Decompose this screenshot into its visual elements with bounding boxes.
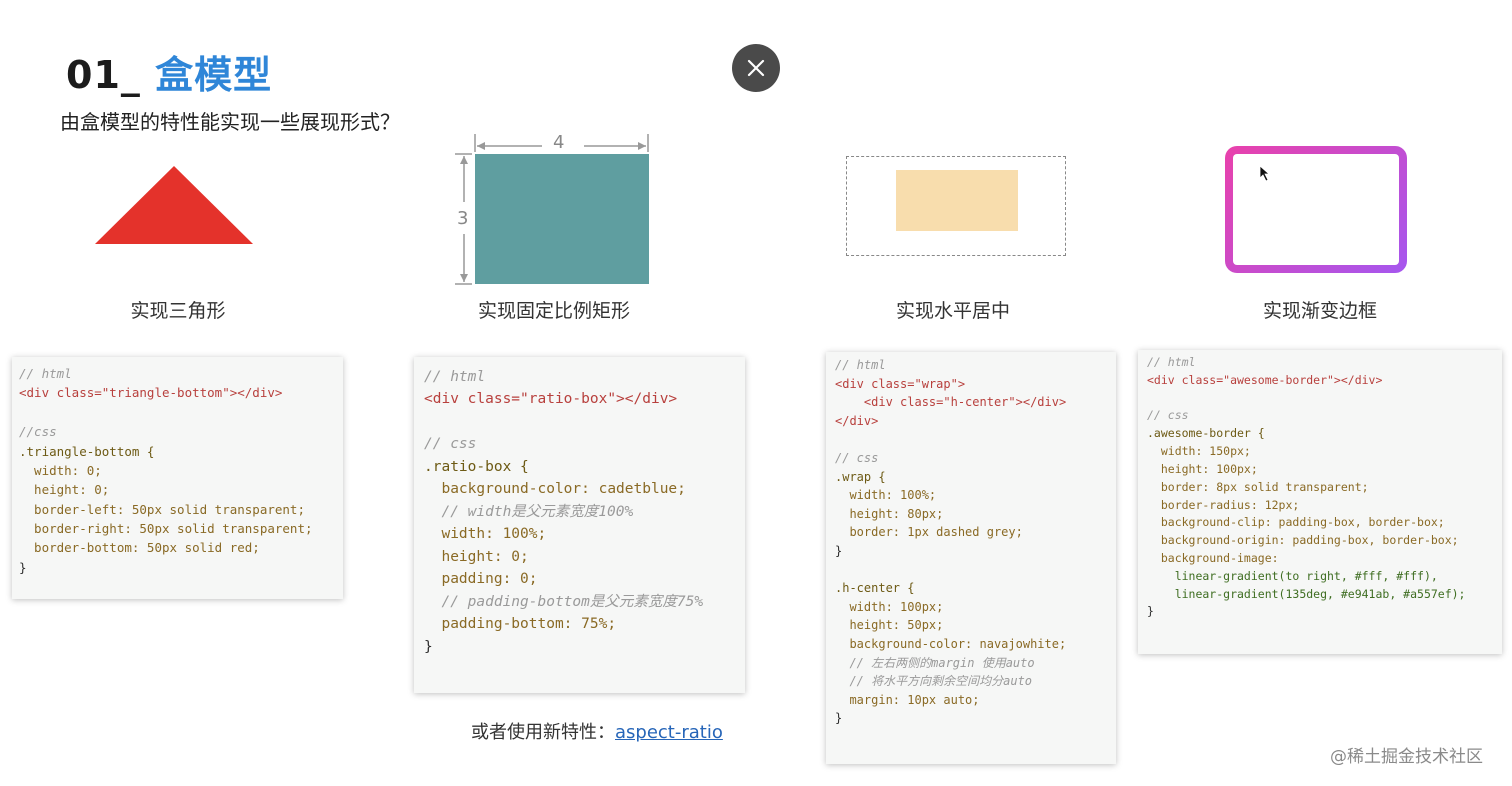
code-line: linear-gradient(to right, #fff, #fff), [1147, 568, 1438, 583]
aspect-ratio-note: 或者使用新特性：aspect-ratio [471, 718, 723, 744]
code-line: padding-bottom: 75%; [424, 616, 617, 633]
code-line: .h-center { [835, 581, 915, 596]
code-line [424, 410, 745, 432]
code-line: height: 80px; [835, 506, 944, 521]
code-line [835, 560, 1116, 579]
aspect-ratio-link[interactable]: aspect-ratio [615, 722, 723, 743]
code-line: } [424, 638, 433, 655]
code-line: // css [424, 436, 477, 453]
caption-triangle: 实现三角形 [130, 300, 226, 322]
dimension-arrows [455, 134, 649, 285]
code-line: //css [19, 424, 57, 440]
h-center-demo [896, 170, 1018, 231]
code-line: .awesome-border { [1147, 426, 1265, 441]
code-block-triangle: // html <div class="triangle-bottom"></d… [12, 357, 343, 599]
gradient-border-demo [1225, 146, 1407, 273]
width-label: 4 [553, 132, 565, 153]
code-line: width: 100%; [424, 526, 547, 543]
title-text: 盒模型 [155, 53, 273, 97]
title-number: 01_ [66, 53, 141, 97]
code-line: <div class="h-center"></div> [835, 395, 1067, 410]
code-line: // css [835, 450, 879, 465]
code-line: border-right: 50px solid transparent; [19, 521, 313, 536]
code-line: .wrap { [835, 469, 886, 484]
code-line: } [835, 711, 843, 726]
code-block-gradient: // html <div class="awesome-border"></di… [1138, 350, 1502, 654]
triangle-demo [95, 166, 253, 244]
code-line: background-color: cadetblue; [424, 481, 686, 498]
code-line: </div> [835, 413, 879, 428]
code-line: padding: 0; [424, 571, 538, 588]
code-line: background-color: navajowhite; [835, 636, 1067, 651]
code-line: <div class="ratio-box"></div> [424, 391, 678, 408]
code-line: <div class="wrap"> [835, 376, 966, 391]
code-line: width: 0; [19, 462, 102, 478]
code-line: width: 100%; [835, 488, 937, 503]
caption-center: 实现水平居中 [895, 300, 1011, 322]
code-line: border: 1px dashed grey; [835, 525, 1023, 540]
height-label: 3 [457, 208, 469, 229]
caption-ratio: 实现固定比例矩形 [477, 300, 631, 322]
code-line: <div class="triangle-bottom"></div> [19, 385, 283, 401]
code-line: margin: 10px auto; [835, 692, 980, 707]
code-line: // padding-bottom是父元素宽度75% [424, 593, 704, 610]
close-button[interactable] [732, 44, 780, 92]
code-line: // css [1147, 408, 1189, 423]
code-line [835, 429, 1116, 448]
code-line: // width是父元素宽度100% [424, 503, 634, 520]
code-line: width: 150px; [1147, 444, 1251, 459]
ratio-box-demo [475, 154, 649, 284]
code-line: width: 100px; [835, 599, 944, 614]
code-line: border-radius: 12px; [1147, 497, 1300, 512]
wrap-demo [846, 156, 1066, 256]
code-line: } [1147, 604, 1154, 619]
code-line [1147, 389, 1502, 407]
code-line: border: 8px solid transparent; [1147, 479, 1369, 494]
code-block-ratio: // html <div class="ratio-box"></div> //… [414, 357, 745, 693]
slide-title: 01_ 盒模型 [66, 44, 272, 99]
code-line: // 左右两侧的margin 使用auto [835, 655, 1035, 670]
code-line: // html [835, 358, 886, 372]
code-line: // html [19, 366, 72, 381]
code-line: // html [424, 369, 486, 385]
code-line: <div class="awesome-border"></div> [1147, 372, 1383, 387]
code-line: border-bottom: 50px solid red; [19, 540, 260, 556]
code-line: } [19, 559, 27, 575]
code-line: .triangle-bottom { [19, 443, 155, 459]
code-line [19, 403, 343, 422]
code-line: background-image: [1147, 550, 1279, 565]
code-line: height: 0; [424, 548, 529, 565]
watermark: @稀土掘金技术社区 [1330, 747, 1483, 767]
code-line: height: 50px; [835, 618, 944, 633]
code-line: border-left: 50px solid transparent; [19, 501, 305, 517]
code-block-center: // html <div class="wrap"> <div class="h… [826, 352, 1116, 764]
code-line: background-origin: padding-box, border-b… [1147, 533, 1459, 548]
code-line: .ratio-box { [424, 458, 529, 475]
close-icon [747, 59, 765, 77]
subtitle: 由盒模型的特性能实现一些展现形式？ [60, 110, 400, 134]
caption-gradient: 实现渐变边框 [1262, 300, 1378, 322]
code-line: linear-gradient(135deg, #e941ab, #a557ef… [1147, 586, 1466, 601]
code-line: background-clip: padding-box, border-box… [1147, 515, 1445, 530]
code-line: // html [1147, 355, 1196, 369]
code-line: // 将水平方向剩余空间均分auto [835, 674, 1033, 689]
note-prefix: 或者使用新特性： [471, 722, 615, 743]
code-line: height: 100px; [1147, 461, 1258, 476]
code-line: } [835, 543, 843, 558]
cursor-icon [1259, 165, 1271, 182]
code-line: height: 0; [19, 482, 110, 498]
